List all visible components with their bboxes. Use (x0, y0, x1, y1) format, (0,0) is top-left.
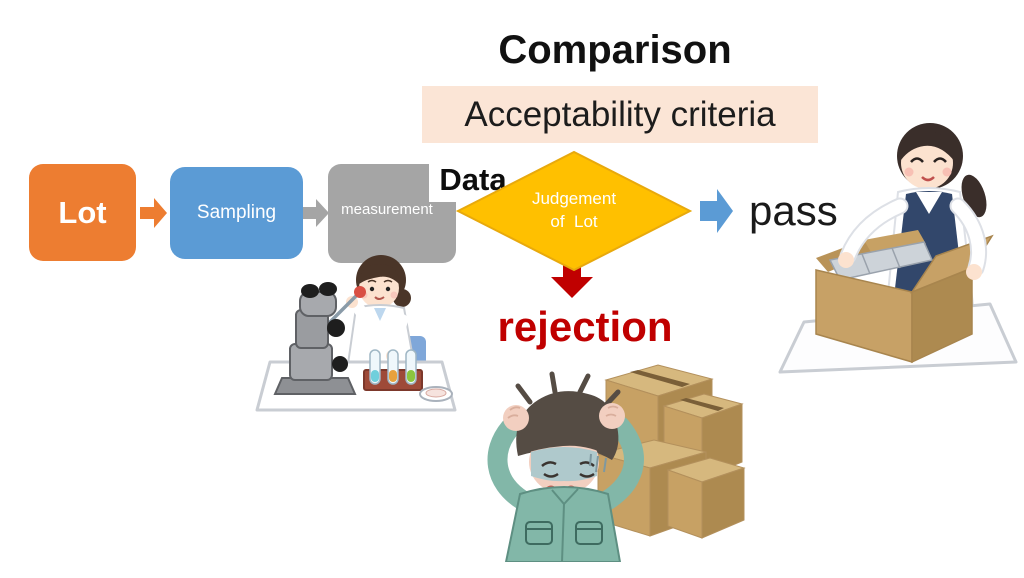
pass-label: pass (749, 187, 838, 234)
arrow-lot-to-sampling (140, 198, 167, 228)
rejected-worker-illustration (487, 364, 746, 562)
arrow-to-rejection (551, 262, 593, 298)
judgement-line2: of Lot (550, 212, 598, 231)
packing-woman-illustration (778, 123, 1018, 374)
rejection-label: rejection (497, 303, 673, 350)
measurement-label: measurement (341, 201, 433, 218)
scientist-illustration (255, 255, 457, 412)
judgement-label: Judgement of Lot (452, 146, 696, 276)
lot-label: Lot (58, 194, 107, 230)
data-label: Data (439, 161, 507, 197)
judgement-line1: Judgement (531, 189, 617, 209)
data-label-box: Data (429, 157, 517, 202)
acceptability-criteria-box: Acceptability criteria (422, 86, 818, 143)
lot-box: Lot (29, 164, 136, 261)
judgement-diamond (455, 150, 693, 272)
slide-title: Comparison (498, 28, 732, 72)
sampling-label: Sampling (196, 202, 277, 223)
sampling-box: Sampling (170, 167, 303, 259)
arrow-sampling-to-measurement (303, 199, 329, 227)
arrow-to-pass (700, 189, 733, 233)
